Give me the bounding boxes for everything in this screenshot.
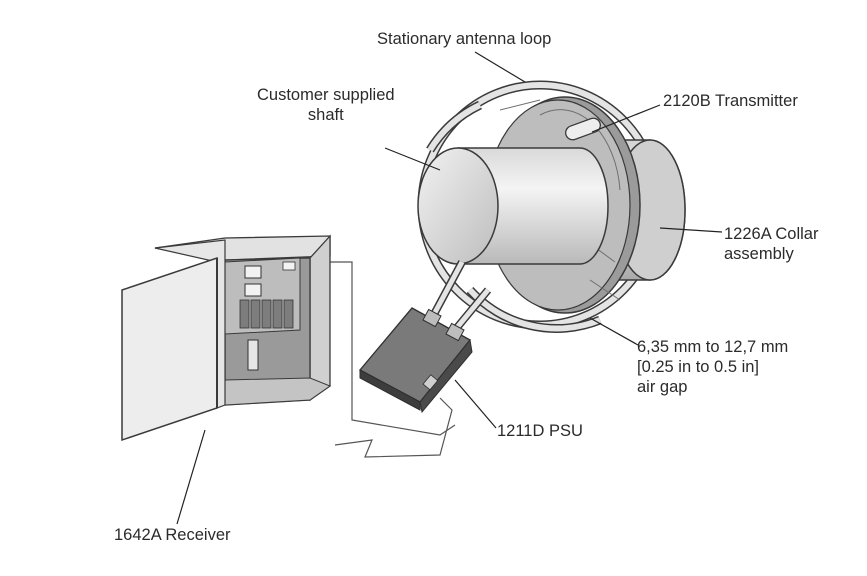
label-shaft: Customer supplied shaft [257, 85, 395, 125]
receiver-door [121, 256, 218, 442]
transmitter-slot [565, 117, 601, 141]
power-wiring [330, 261, 456, 458]
label-airgap-line2: [0.25 in to 0.5 in] [637, 358, 760, 376]
label-transmitter-text: 2120B Transmitter [663, 92, 798, 110]
leader-airgap [589, 317, 639, 346]
leader-psu [454, 379, 497, 429]
antenna-cables [428, 260, 492, 333]
customer-shaft [417, 147, 609, 265]
label-antenna-text: Stationary antenna loop [377, 30, 552, 48]
label-antenna: Stationary antenna loop [377, 29, 551, 49]
label-airgap: 6,35 mm to 12,7 mm [0.25 in to 0.5 in] a… [637, 337, 788, 397]
leader-transmitter [591, 104, 661, 133]
label-airgap-line3: air gap [637, 378, 688, 396]
leader-shaft [384, 147, 441, 171]
label-psu-text: 1211D PSU [497, 422, 583, 440]
psu-box [358, 307, 473, 414]
label-collar-line1: 1226A Collar [724, 225, 819, 243]
leader-lines [176, 51, 723, 525]
label-transmitter: 2120B Transmitter [663, 91, 798, 111]
label-collar-line2: assembly [724, 245, 794, 263]
label-shaft-line1: Customer supplied [257, 86, 395, 104]
leader-collar [659, 227, 723, 233]
label-airgap-line1: 6,35 mm to 12,7 mm [637, 338, 789, 356]
label-receiver: 1642A Receiver [114, 525, 231, 545]
label-psu: 1211D PSU [497, 421, 583, 441]
label-shaft-line2: shaft [307, 106, 344, 124]
leader-antenna [474, 51, 526, 83]
receiver-cabinet [121, 234, 332, 442]
label-receiver-text: 1642A Receiver [114, 526, 231, 544]
label-collar: 1226A Collar assembly [724, 224, 818, 264]
leader-receiver [176, 429, 206, 525]
